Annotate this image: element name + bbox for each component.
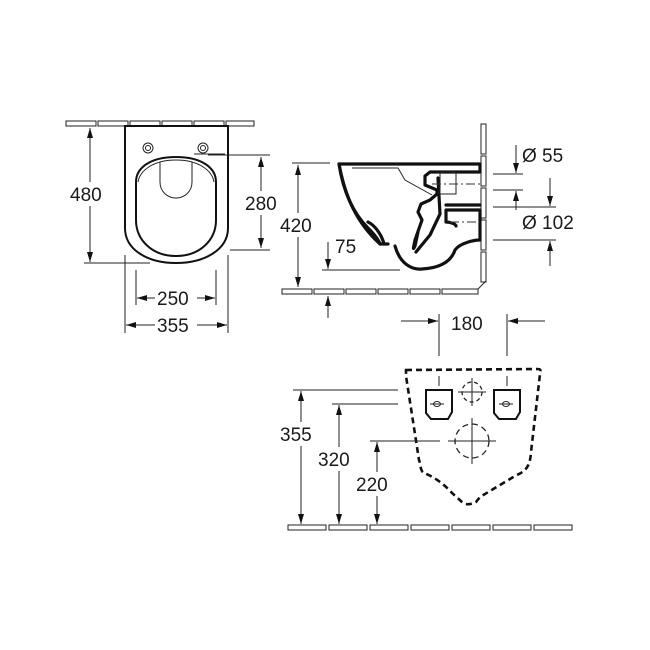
rear-view: 180 355 320 220	[279, 314, 573, 531]
bowl-opening	[159, 162, 193, 199]
dim-overall-length: 480	[70, 185, 102, 206]
dim-fixing-height: 355	[280, 425, 312, 446]
fixing-pad-right	[493, 389, 521, 420]
top-view: 480 280 250 355	[65, 120, 279, 337]
dim-bowl-opening-length: 280	[245, 194, 277, 215]
dim-outlet-height: 75	[335, 237, 356, 258]
dim-overall-width: 355	[157, 316, 189, 337]
dim-outlet-height-rear: 220	[356, 475, 388, 496]
wall-vertical	[480, 123, 487, 283]
pan-rear-outline	[404, 367, 542, 506]
dim-fixing-spacing: 180	[451, 314, 483, 335]
wall-tiles-top	[65, 120, 255, 127]
dim-inlet-height: 320	[318, 450, 350, 471]
floor-rear	[287, 524, 573, 531]
fixing-hole-left	[142, 142, 154, 154]
side-view: 420 75 Ø 55 Ø 102	[280, 123, 574, 318]
fixing-hole-right	[197, 142, 209, 154]
pan-outline-top	[124, 125, 229, 265]
dim-rim-height: 420	[280, 216, 312, 237]
fixing-pad-left	[425, 389, 453, 420]
floor-side	[281, 280, 487, 295]
dim-waste-outlet-diameter: Ø 102	[522, 213, 574, 234]
dim-water-inlet-diameter: Ø 55	[522, 146, 563, 167]
dim-inner-width: 250	[157, 289, 189, 310]
seat-ring	[135, 155, 217, 258]
